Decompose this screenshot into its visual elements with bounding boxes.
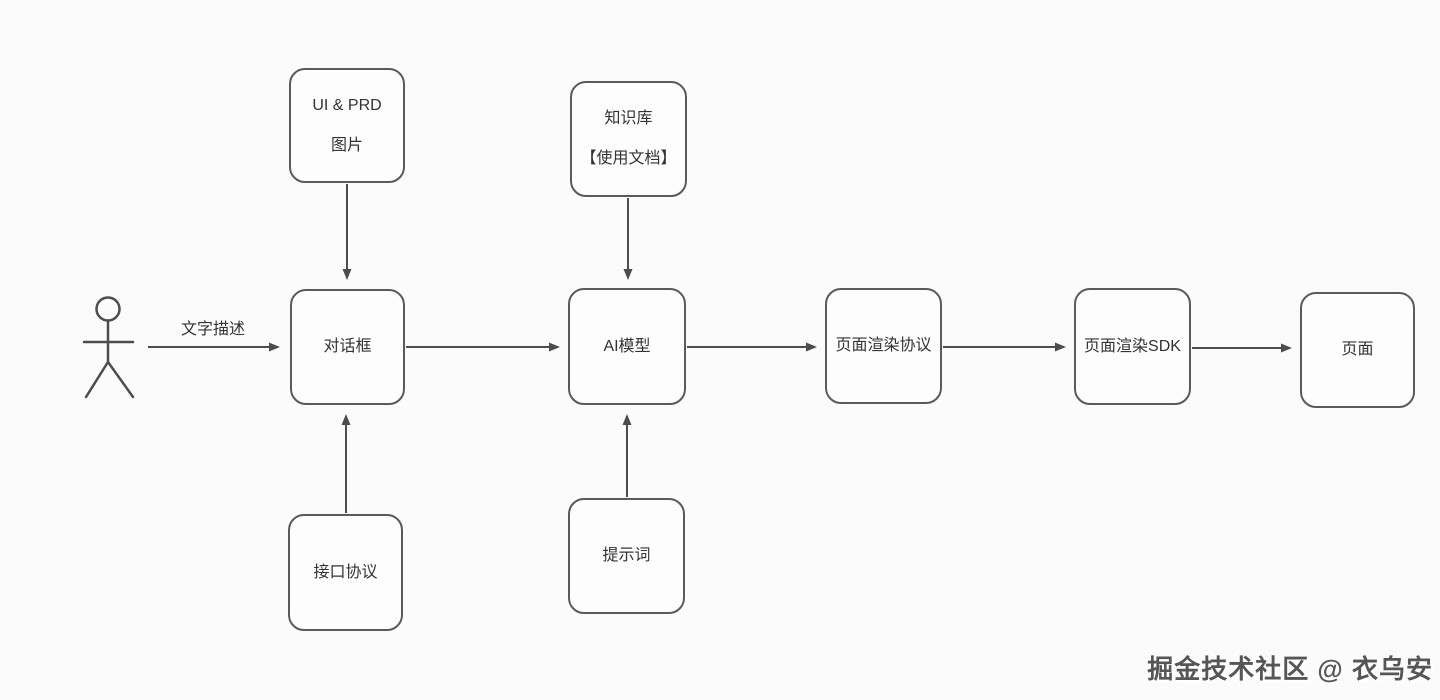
node-render-protocol-label: 页面渲染协议 (835, 337, 932, 354)
watermark-text: 掘金技术社区 @ 衣乌安 (1147, 654, 1433, 684)
node-api-protocol-label: 接口协议 (313, 563, 378, 581)
user-stick-figure-icon (82, 296, 135, 399)
node-page-label: 页面 (1341, 341, 1374, 358)
node-knowledge-line1: 知识库 (604, 110, 653, 127)
edge-label-text-description: 文字描述 (181, 321, 246, 338)
node-prompt-words: 提示词 (568, 498, 685, 614)
flow-arrows (148, 184, 1292, 513)
node-page: 页面 (1300, 292, 1415, 408)
node-prompt-label: 提示词 (602, 547, 651, 564)
node-knowledge-base: 知识库 【使用文档】 (570, 81, 687, 197)
node-ui-prd-line2: 图片 (330, 136, 363, 154)
node-render-sdk-label: 页面渲染SDK (1084, 337, 1181, 355)
node-ai-model-label: AI模型 (603, 337, 651, 355)
node-ui-prd-line1: UI & PRD (312, 96, 382, 114)
node-ui-prd-images: UI & PRD 图片 (289, 68, 405, 183)
node-knowledge-line2: 【使用文档】 (580, 150, 677, 167)
node-page-render-protocol: 页面渲染协议 (825, 288, 942, 404)
node-page-render-sdk: 页面渲染SDK (1074, 288, 1191, 405)
node-ai-model: AI模型 (568, 288, 686, 405)
node-dialog-label: 对话框 (323, 338, 372, 355)
node-api-protocol: 接口协议 (288, 514, 403, 631)
node-dialog-box: 对话框 (290, 289, 405, 405)
